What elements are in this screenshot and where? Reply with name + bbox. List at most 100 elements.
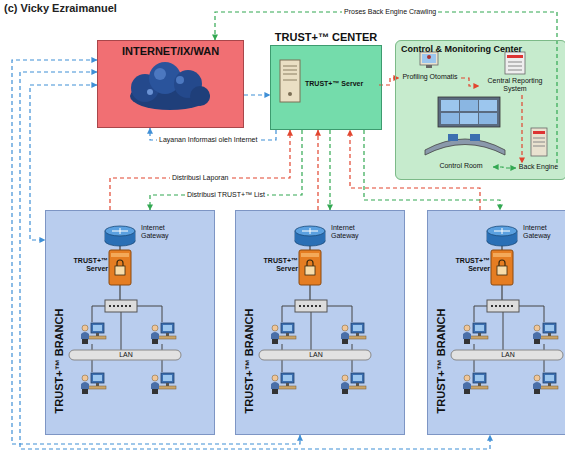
node-label: Internet Gateway: [141, 224, 185, 240]
region-fill: [97, 40, 244, 128]
region-box: TRUST+™ BRANCH Internet GatewayTRUST+™ Se…: [45, 210, 215, 435]
dashed-connector: [215, 12, 557, 163]
node-label: Internet Gateway: [331, 224, 375, 240]
control-room-icon: [425, 97, 505, 155]
text-node: TRUST+™ Server: [258, 257, 298, 275]
center-server-icon-part: [283, 66, 297, 80]
profiling-icon-part: [427, 55, 431, 59]
text-node: LAN: [114, 351, 138, 361]
center-server-icon-part: [280, 60, 300, 102]
text-node: Internet Gateway: [141, 224, 185, 242]
node-label: TRUST+™ Server: [258, 257, 298, 273]
dashed-connector: [12, 60, 300, 444]
control-room-icon-part: [479, 100, 497, 111]
region-fill: [235, 210, 405, 435]
control-room-icon-part: [470, 134, 480, 141]
text-node: Central Reporting System: [479, 77, 551, 95]
region-box: TRUST+™ BRANCHInternet GatewayTRUST+™ Se…: [427, 210, 565, 435]
dashed-connector: [329, 130, 330, 210]
node-label: LAN: [496, 351, 520, 359]
edge-label: Distribusi Laporan: [170, 174, 230, 182]
text-node: Control Room: [429, 162, 493, 172]
dashed-connector: [364, 130, 500, 210]
watermark-label: (c) Vicky Ezraimanuel: [4, 2, 117, 15]
node-label: Central Reporting System: [479, 77, 551, 93]
dashed-connector: [350, 130, 480, 210]
control-room-icon-part: [425, 139, 505, 155]
text-node: TRUST+™ Server: [68, 257, 108, 275]
region-heading: TRUST+™ BRANCH: [243, 309, 255, 414]
region-box: Control & Monitoring CenterProfiling Oto…: [395, 40, 565, 180]
profiling-icon-part: [426, 65, 432, 68]
dashed-connector: [521, 95, 522, 163]
node-label: Internet Gateway: [523, 224, 565, 240]
central-reporting-icon-part: [505, 52, 525, 74]
branch-network: [451, 226, 563, 394]
node-label: LAN: [304, 351, 328, 359]
edge-label: Layanan Informasi oleh Internet: [157, 136, 259, 144]
profiling-icon: [420, 52, 438, 68]
node-label: TRUST+™ Server: [305, 80, 379, 88]
control-room-icon-part: [479, 113, 497, 124]
region-fill: [270, 45, 382, 130]
center-server-icon: [280, 60, 300, 102]
node-label: Profiling Otomatis: [399, 73, 461, 81]
control-room-icon-part: [438, 97, 500, 127]
node-label: TRUST+™ Server: [450, 257, 490, 273]
control-room-icon-part: [441, 100, 459, 111]
edge-label: Distribusi TRUST+™ List: [185, 191, 267, 199]
text-node: TRUST+™ Server: [305, 80, 379, 90]
region-fill: [395, 40, 565, 180]
region-fill: [45, 210, 215, 435]
center-server-icon-part: [288, 92, 292, 96]
region-heading: TRUST+™ CENTER: [271, 31, 381, 43]
internet-cloud: [130, 62, 210, 110]
node-label: TRUST+™ Server: [68, 257, 108, 273]
back-engine-icon: [531, 128, 547, 156]
region-box: TRUST+™ CENTERTRUST+™ Server: [270, 45, 382, 130]
text-node: LAN: [496, 351, 520, 361]
profiling-icon-part: [422, 54, 436, 63]
control-room-icon-part: [441, 113, 459, 124]
text-node: LAN: [304, 351, 328, 361]
internet-cloud-part: [147, 89, 153, 95]
node-label: LAN: [114, 351, 138, 359]
text-node: Profiling Otomatis: [399, 73, 461, 83]
text-node: Internet Gateway: [331, 224, 375, 242]
dashed-connector: [150, 130, 302, 210]
node-label: Back Engine: [516, 163, 561, 171]
dashed-connector: [30, 85, 97, 240]
dashed-connector: [493, 167, 516, 168]
region-heading: TRUST+™ BRANCH: [53, 309, 65, 414]
text-node: Internet Gateway: [523, 224, 565, 242]
dashed-connector: [244, 94, 270, 95]
internet-cloud-part: [176, 76, 184, 84]
control-room-icon-part: [448, 134, 458, 141]
dashed-connector: [20, 72, 490, 449]
internet-cloud-part: [154, 68, 166, 80]
dashed-connector: [461, 78, 479, 86]
back-engine-icon-part: [533, 131, 545, 134]
edge-label: Proses Back Engine Crawling: [342, 8, 438, 16]
central-reporting-icon-part: [508, 62, 522, 70]
control-room-icon-part: [460, 113, 478, 124]
text-node: Back Engine: [516, 163, 561, 173]
dashed-connector: [379, 78, 399, 85]
central-reporting-icon-part: [507, 55, 523, 58]
central-reporting-icon: [505, 52, 525, 74]
back-engine-icon-part: [533, 138, 545, 146]
control-room-icon-part: [460, 100, 478, 111]
region-heading: INTERNET/IX/WAN: [98, 45, 243, 57]
region-box: INTERNET/IX/WAN: [97, 40, 244, 128]
internet-cloud-part: [190, 86, 210, 106]
region-heading: Control & Monitoring Center: [401, 45, 551, 55]
text-node: TRUST+™ Server: [450, 257, 490, 275]
node-label: Control Room: [429, 162, 493, 170]
region-box: TRUST+™ BRANCH Internet GatewayTRUST+™ Se…: [235, 210, 405, 435]
dashed-connector: [317, 130, 318, 210]
region-fill: [427, 210, 565, 435]
